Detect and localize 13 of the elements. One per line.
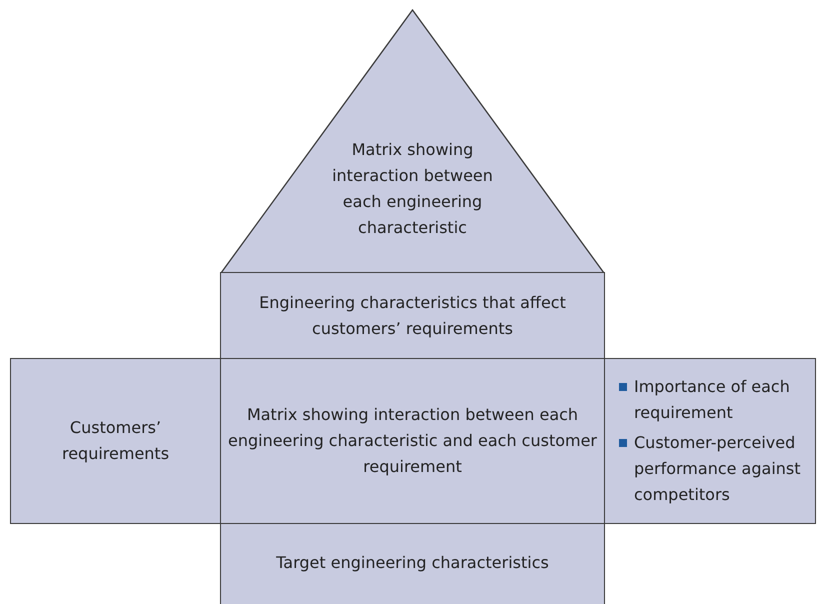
matrix-box (10, 358, 221, 524)
node-label: Matrix showing interaction between each engineering characteristic (331, 138, 494, 238)
node-label: Engineering characteristics that affect customers’ requirements (258, 292, 567, 340)
matrix-box (604, 358, 816, 524)
node-label: Target engineering characteristics (276, 552, 549, 574)
node-label: Customers’ requirements (60, 417, 170, 465)
matrix-box (220, 358, 605, 524)
matrix-box (220, 272, 605, 359)
matrix-box (220, 523, 605, 604)
node-label: Matrix showing interaction between each engineering characteristic and each customer requirement (228, 404, 598, 478)
roof-triangle (220, 9, 605, 273)
list-item-text: Customer-perceived performance against competitors (634, 432, 802, 506)
list-item-text: Importance of each requirement (634, 376, 791, 424)
